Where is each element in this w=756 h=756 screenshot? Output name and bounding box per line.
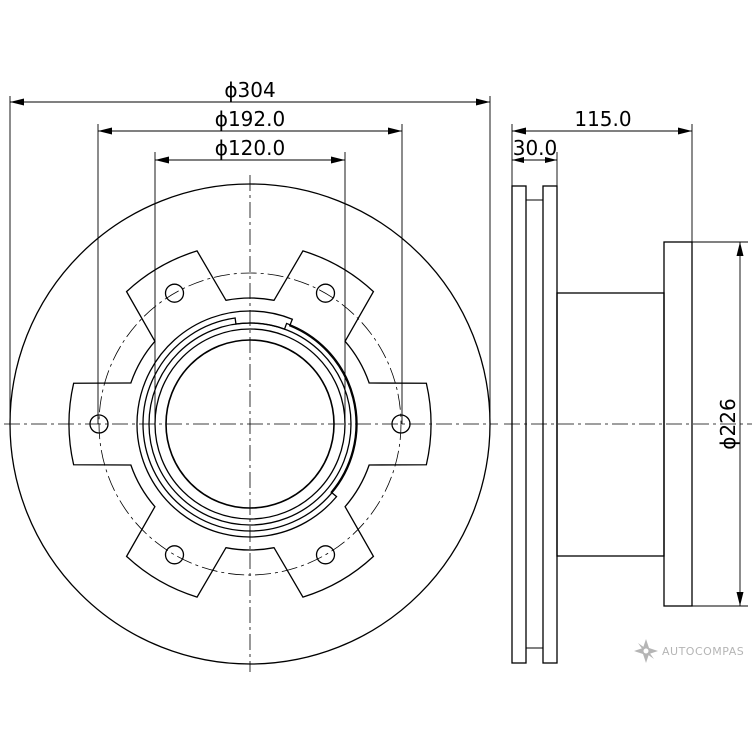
hat-body <box>556 292 665 557</box>
disc-thickness-label: 30.0 <box>513 136 558 160</box>
watermark-text: AUTOCOMPAS <box>662 645 744 658</box>
center-bore-diameter-label: ϕ120.0 <box>215 136 285 160</box>
bolt-hole <box>315 283 336 303</box>
center-lines <box>4 175 498 672</box>
bolt-hole <box>391 414 411 434</box>
hub-ring <box>148 322 352 526</box>
hat-flange <box>663 241 693 607</box>
hub-step-outer <box>136 310 357 538</box>
bolt-hole <box>315 545 336 565</box>
side-dimension-arrows <box>512 127 744 606</box>
autocompas-logo-icon <box>634 639 658 663</box>
hub-step-inner <box>142 317 358 532</box>
watermark: AUTOCOMPAS <box>634 639 744 663</box>
bolt-holes <box>89 283 411 565</box>
outer-braking-ring <box>542 185 558 664</box>
overall-height-label: 115.0 <box>574 107 631 131</box>
bolt-hole <box>89 414 109 434</box>
bolt-circle-diameter-label: ϕ192.0 <box>215 107 285 131</box>
side-dimension-lines <box>511 124 748 607</box>
inner-braking-ring <box>511 185 527 664</box>
side-view <box>504 124 752 664</box>
center-bore <box>165 339 335 509</box>
front-dimension-lines <box>9 96 491 424</box>
front-dimension-arrows <box>10 98 490 164</box>
front-view <box>4 96 498 672</box>
bolt-hole <box>164 545 185 565</box>
bolt-pitch-circle <box>98 272 402 576</box>
hat-diameter-label: ϕ226 <box>716 398 740 449</box>
outer-diameter-label: ϕ304 <box>224 78 275 102</box>
bolt-hole <box>164 283 185 303</box>
